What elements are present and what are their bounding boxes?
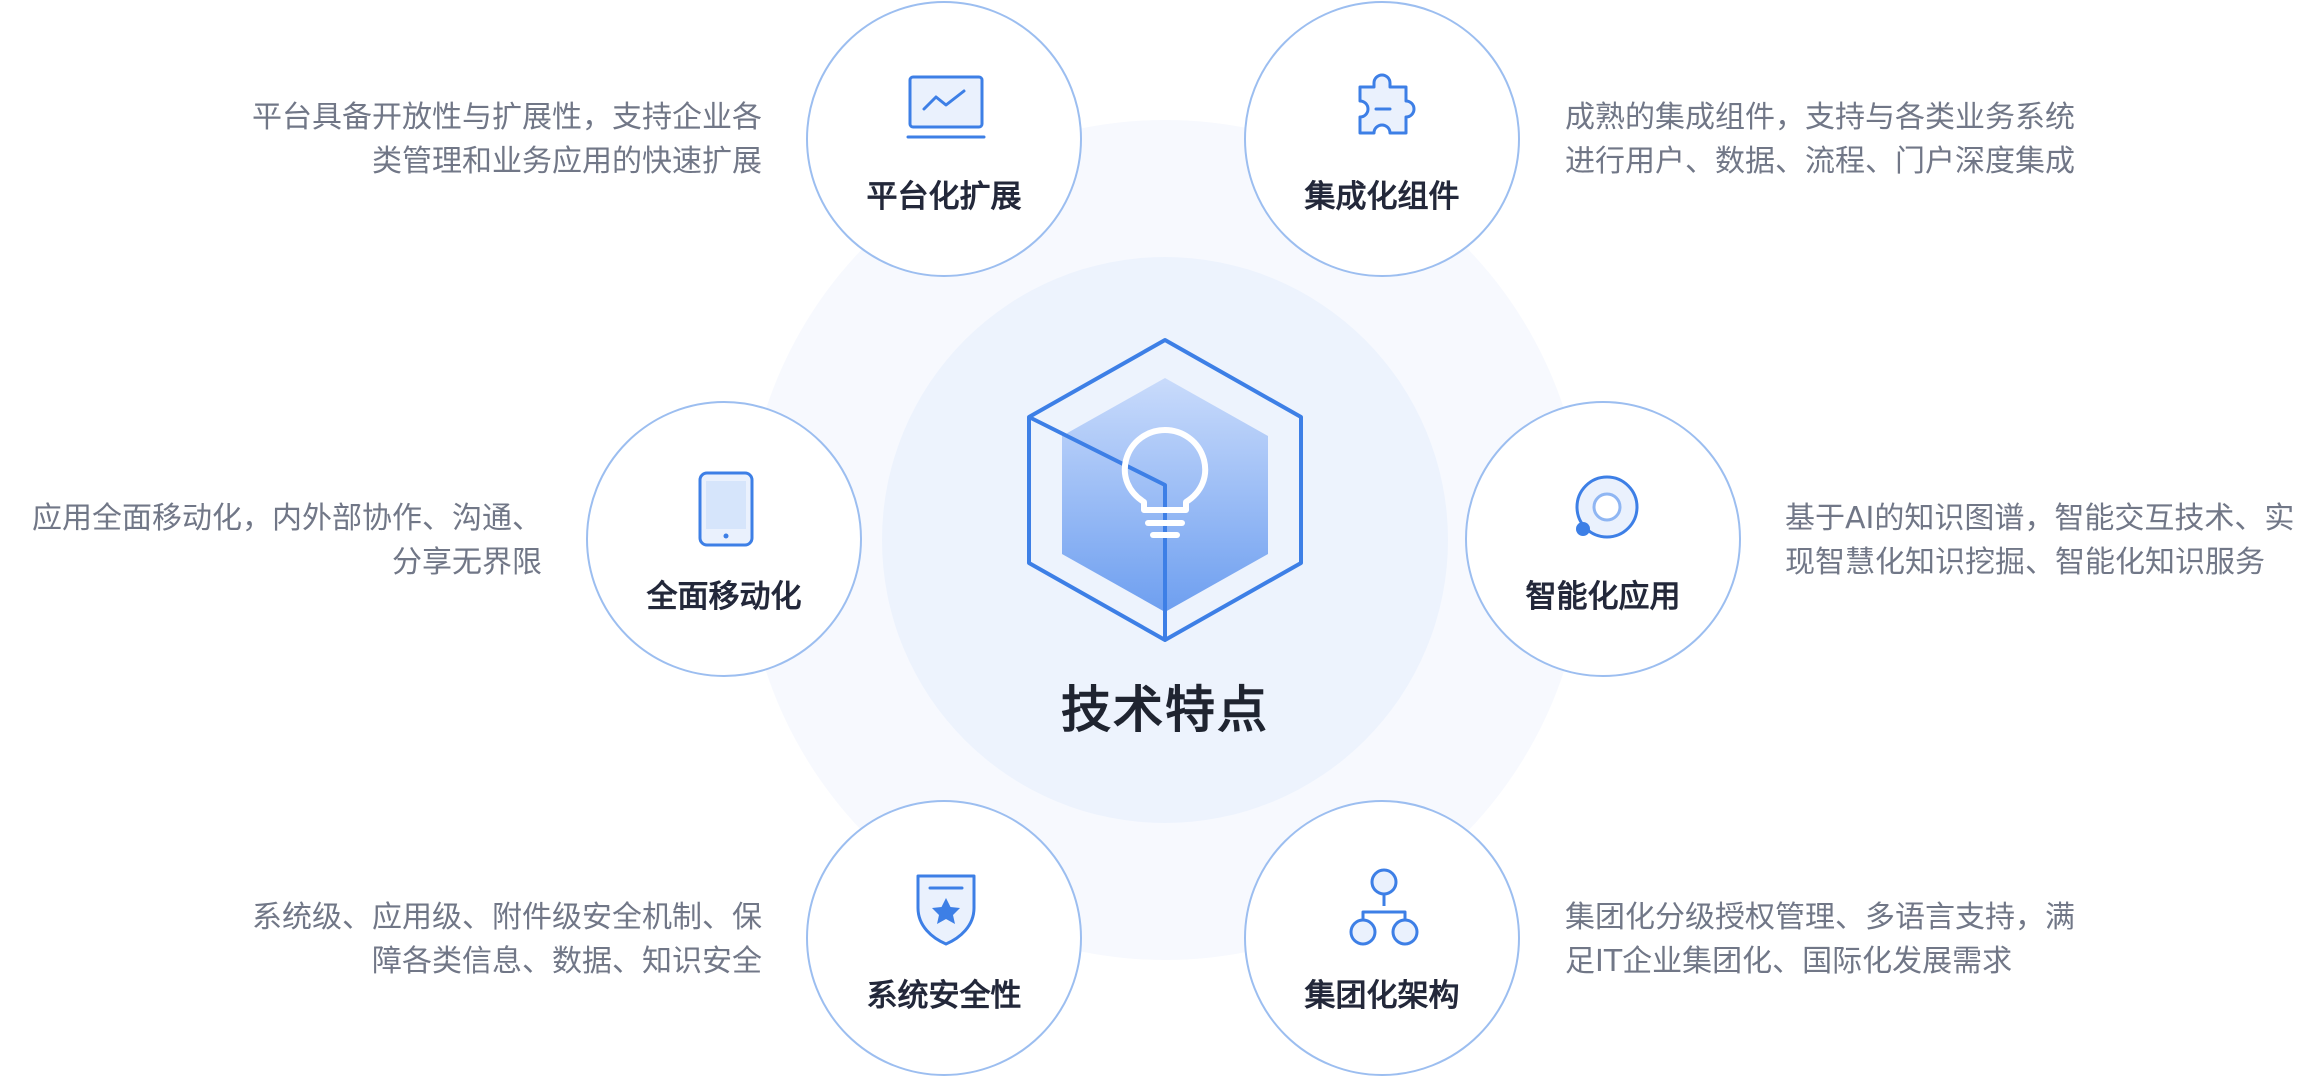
feature-label: 集成化组件	[1304, 179, 1460, 215]
orbit-ring-icon	[1575, 475, 1639, 539]
description-line: 成熟的集成组件，支持与各类业务系统	[1565, 100, 2075, 135]
feature-description-intelligent: 基于AI的知识图谱，智能交互技术、实 现智慧化知识挖掘、智能化知识服务	[1785, 497, 2294, 585]
description-line: 进行用户、数据、流程、门户深度集成	[1565, 144, 2075, 179]
lightbulb-icon	[1121, 427, 1209, 538]
feature-description-mobile: 应用全面移动化，内外部协作、沟通、 分享无界限	[32, 497, 542, 585]
feature-label: 智能化应用	[1525, 579, 1681, 615]
tablet-icon	[698, 471, 754, 547]
org-tree-icon	[1349, 868, 1419, 946]
description-line: 基于AI的知识图谱，智能交互技术、实	[1785, 501, 2295, 536]
feature-label: 平台化扩展	[866, 179, 1022, 215]
center-title: 技术特点	[1061, 681, 1269, 739]
feature-description-integration: 成熟的集成组件，支持与各类业务系统 进行用户、数据、流程、门户深度集成	[1565, 96, 2075, 184]
description-line: 现智慧化知识挖掘、智能化知识服务	[1785, 545, 2265, 580]
feature-node-intelligent[interactable]: 智能化应用	[1465, 401, 1741, 677]
hexagon-lightbulb-icon	[1027, 338, 1303, 642]
shield-star-icon	[916, 874, 976, 946]
feature-node-mobile[interactable]: 全面移动化	[586, 401, 862, 677]
description-line: 系统级、应用级、附件级安全机制、保	[252, 900, 762, 935]
description-line: 足IT企业集团化、国际化发展需求	[1565, 944, 2013, 979]
description-line: 类管理和业务应用的快速扩展	[372, 144, 762, 179]
feature-node-integration[interactable]: 集成化组件	[1244, 1, 1520, 277]
description-line: 应用全面移动化，内外部协作、沟通、	[32, 501, 542, 536]
feature-label: 集团化架构	[1304, 978, 1460, 1014]
feature-description-group: 集团化分级授权管理、多语言支持，满 足IT企业集团化、国际化发展需求	[1565, 896, 2075, 984]
feature-description-platform: 平台具备开放性与扩展性，支持企业各 类管理和业务应用的快速扩展	[252, 96, 762, 184]
monitor-chart-icon	[906, 75, 986, 139]
feature-label: 系统安全性	[866, 978, 1022, 1014]
description-line: 集团化分级授权管理、多语言支持，满	[1565, 900, 2075, 935]
feature-node-group[interactable]: 集团化架构	[1244, 800, 1520, 1076]
feature-node-security[interactable]: 系统安全性	[806, 800, 1082, 1076]
description-line: 平台具备开放性与扩展性，支持企业各	[252, 100, 762, 135]
feature-description-security: 系统级、应用级、附件级安全机制、保 障各类信息、数据、知识安全	[252, 896, 762, 984]
puzzle-piece-icon	[1358, 73, 1416, 135]
feature-node-platform[interactable]: 平台化扩展	[806, 1, 1082, 277]
description-line: 障各类信息、数据、知识安全	[372, 944, 762, 979]
description-line: 分享无界限	[392, 545, 542, 580]
feature-label: 全面移动化	[646, 579, 802, 615]
